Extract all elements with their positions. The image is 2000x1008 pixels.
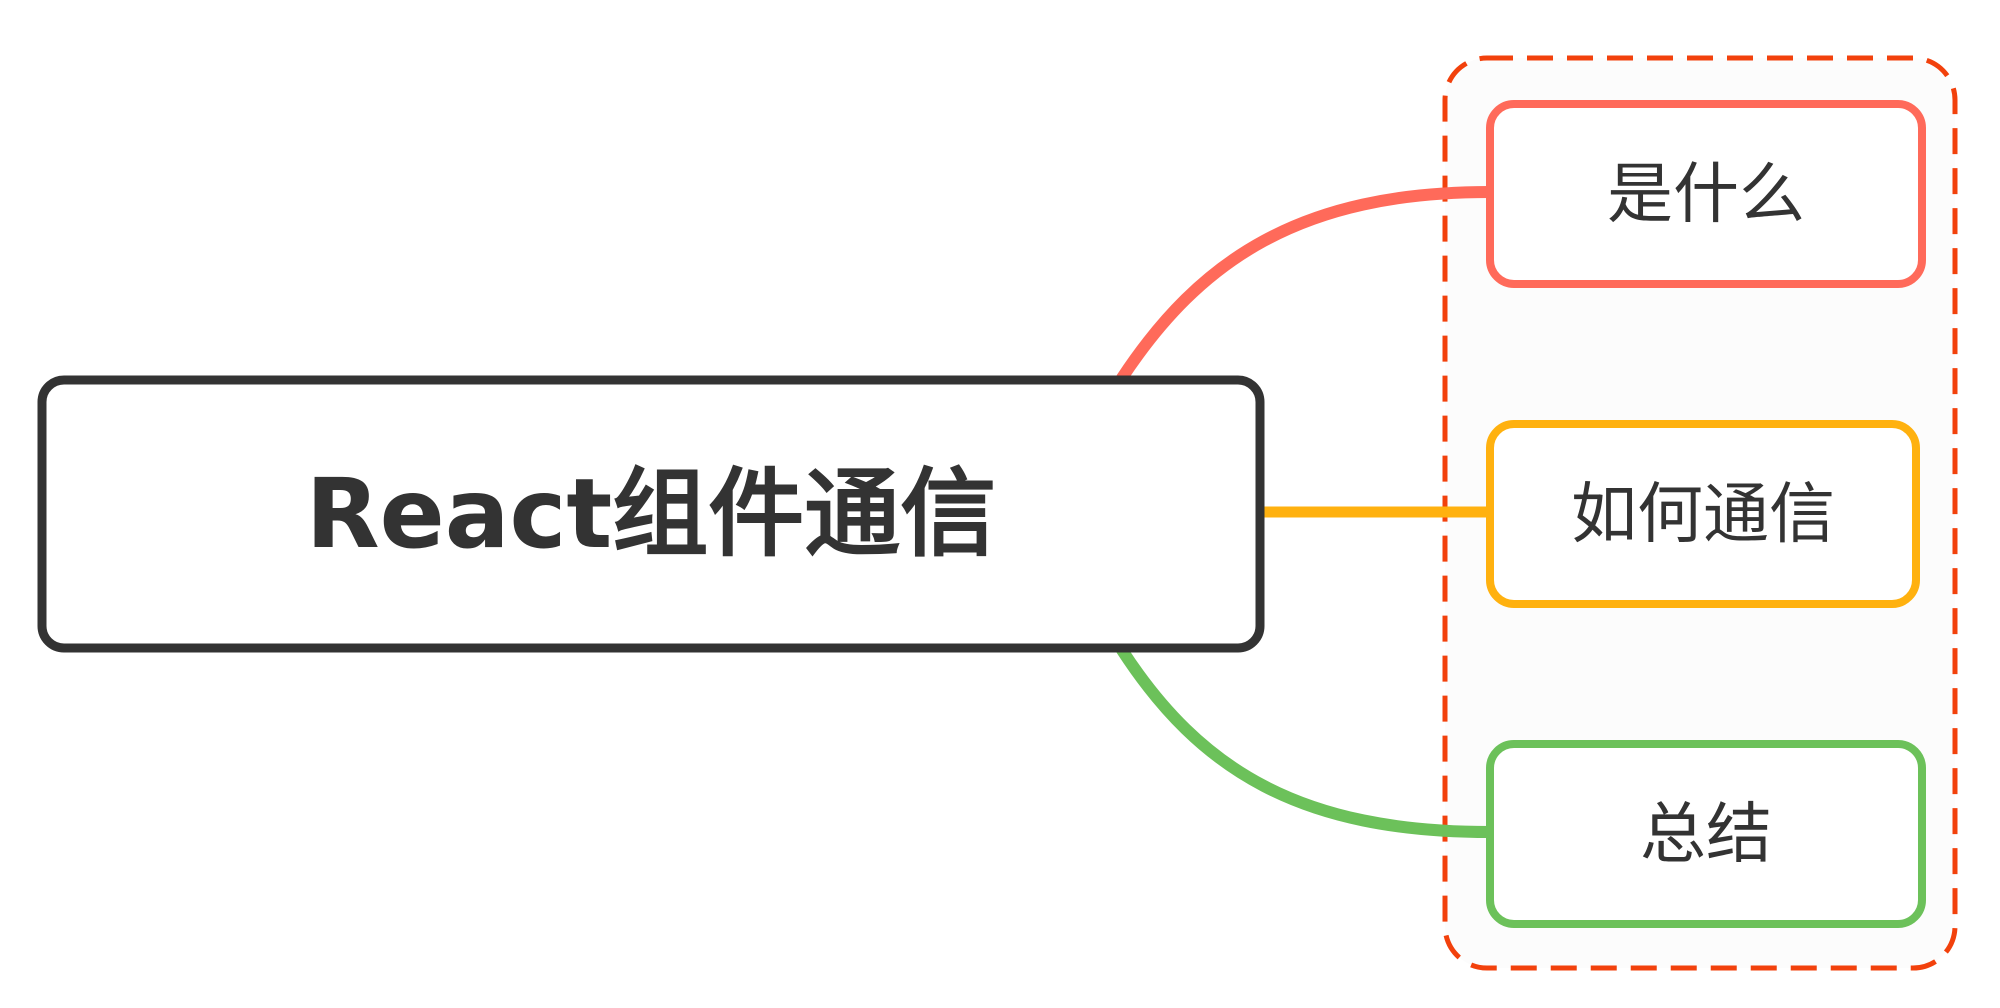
- child-node-what[interactable]: 是什么: [1486, 100, 1926, 288]
- child-node-how[interactable]: 如何通信: [1486, 420, 1920, 608]
- child-node-summary-label: 总结: [1640, 796, 1772, 873]
- child-node-what-box: [1486, 100, 1926, 288]
- child-node-summary[interactable]: 总结: [1486, 740, 1926, 928]
- child-node-what-label: 是什么: [1607, 156, 1805, 233]
- child-node-how-box: [1486, 420, 1920, 608]
- root-node[interactable]: React组件通信: [37, 375, 1265, 653]
- root-node-label: React组件通信: [306, 458, 997, 570]
- branch-connector-what: [1116, 186, 1496, 384]
- child-node-how-label: 如何通信: [1571, 476, 1835, 553]
- child-node-summary-box: [1486, 740, 1926, 928]
- branch-connector-summary: [1116, 644, 1496, 838]
- root-node-box: [37, 375, 1265, 653]
